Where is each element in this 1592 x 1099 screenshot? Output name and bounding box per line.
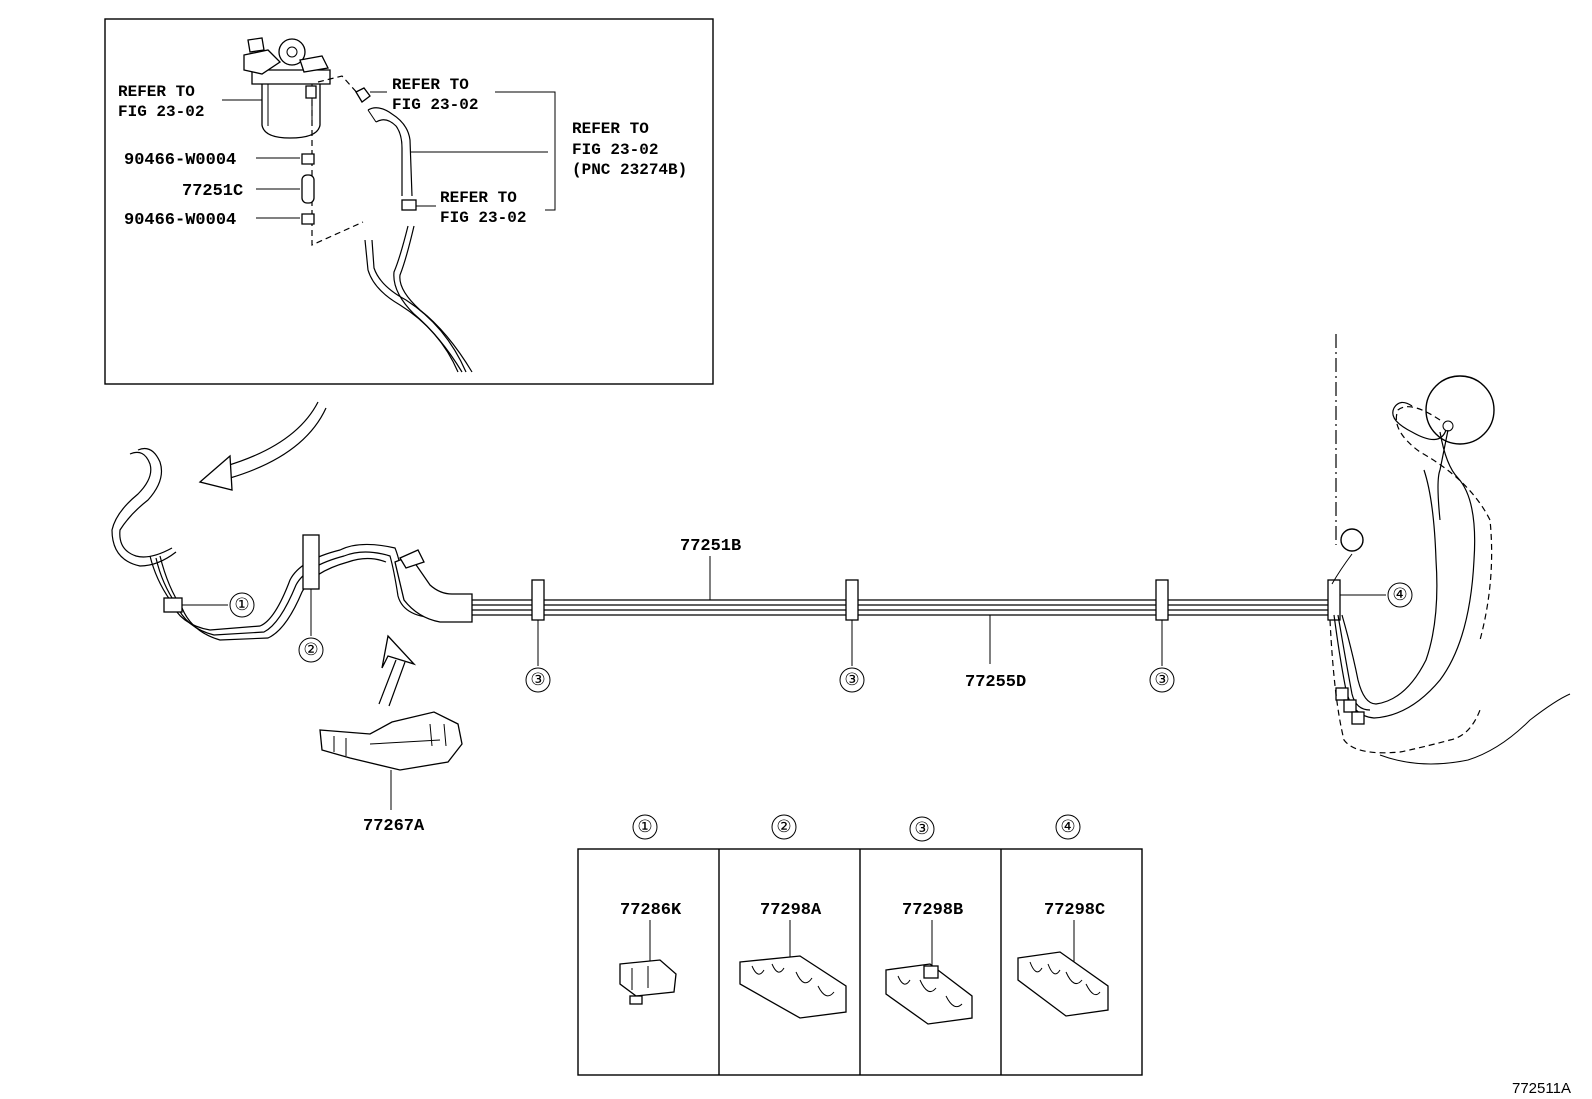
- refer-label-right-2: FIG 23-02: [572, 141, 658, 159]
- callout-3a: ③: [525, 620, 551, 693]
- figure-number: 772511A: [1512, 1080, 1571, 1097]
- refer-label-top-mid-2: FIG 23-02: [392, 96, 478, 114]
- clamp-2-icon: [302, 534, 320, 590]
- refer-label-right-3: (PNC 23274B): [572, 161, 687, 179]
- legend-part-2: 77298A: [760, 901, 822, 920]
- clip-77298b-icon: [885, 963, 973, 1025]
- legend-header-1: ①: [637, 817, 652, 837]
- clip-77298c-icon: [1017, 951, 1109, 1017]
- legend-part-3: 77298B: [902, 901, 963, 920]
- hose-77251c-label: 77251C: [182, 182, 243, 201]
- clamp-icon-lower: [301, 213, 315, 225]
- legend-header-3: ③: [914, 819, 929, 839]
- callout-2-text: ②: [303, 640, 318, 660]
- refer-label-top-left-1: REFER TO: [118, 83, 195, 101]
- callout-3c: ③: [1149, 620, 1175, 693]
- inset-fuel-lines: [364, 225, 473, 373]
- clamp-3c-icon: [1155, 579, 1169, 621]
- clamp-upper-label: 90466-W0004: [124, 151, 236, 170]
- callout-4-text: ④: [1392, 585, 1407, 605]
- fuel-filter-icon: [243, 37, 331, 139]
- clip-77286k-icon: [619, 959, 677, 1005]
- callout-1: ①: [182, 592, 255, 618]
- inset-detail: REFER TO FIG 23-02 REFER TO FIG 23-02 RE…: [104, 18, 714, 385]
- tube-77255d-label: 77255D: [965, 673, 1026, 692]
- fuel-hose-icon: [367, 107, 413, 197]
- up-arrow-icon: [378, 634, 417, 707]
- hose-clip-icon: [401, 199, 417, 211]
- inset-frame: [104, 18, 714, 385]
- callout-3b-text: ③: [844, 670, 859, 690]
- callout-2: ②: [298, 589, 324, 663]
- connector-icon: [355, 87, 371, 103]
- main-fuel-tube: [111, 334, 1571, 765]
- curved-arrow-icon: [198, 401, 327, 491]
- clip-77298a-icon: [739, 955, 847, 1019]
- callout-3a-text: ③: [530, 670, 545, 690]
- refer-label-bottom-mid-1: REFER TO: [440, 189, 517, 207]
- protector-77267a-label: 77267A: [363, 817, 425, 836]
- refer-label-bottom-mid-2: FIG 23-02: [440, 209, 526, 227]
- clamp-1-icon: [163, 597, 183, 613]
- callout-4: ④: [1340, 582, 1413, 608]
- legend-header-4: ④: [1060, 817, 1075, 837]
- legend-part-1: 77286K: [620, 901, 682, 920]
- small-hose-icon: [301, 174, 315, 204]
- tube-77251b-label: 77251B: [680, 537, 741, 556]
- clamp-3a-icon: [531, 579, 545, 621]
- callout-3b: ③: [839, 620, 865, 693]
- clamp-icon-upper: [301, 153, 315, 165]
- clamp-lower-label: 90466-W0004: [124, 211, 236, 230]
- callout-3c-text: ③: [1154, 670, 1169, 690]
- refer-label-top-mid-1: REFER TO: [392, 76, 469, 94]
- refer-label-right-1: REFER TO: [572, 120, 649, 138]
- clamp-3b-icon: [845, 579, 859, 621]
- refer-label-top-left-2: FIG 23-02: [118, 103, 204, 121]
- protector-icon: [319, 711, 463, 771]
- legend-part-4: 77298C: [1044, 901, 1105, 920]
- callout-1-text: ①: [234, 595, 249, 615]
- clamp-4-icon: [1327, 579, 1341, 621]
- clamp-legend-table: ① ② ③ ④ 77286K 77298A 77298B 772: [577, 814, 1143, 1076]
- legend-header-2: ②: [776, 817, 791, 837]
